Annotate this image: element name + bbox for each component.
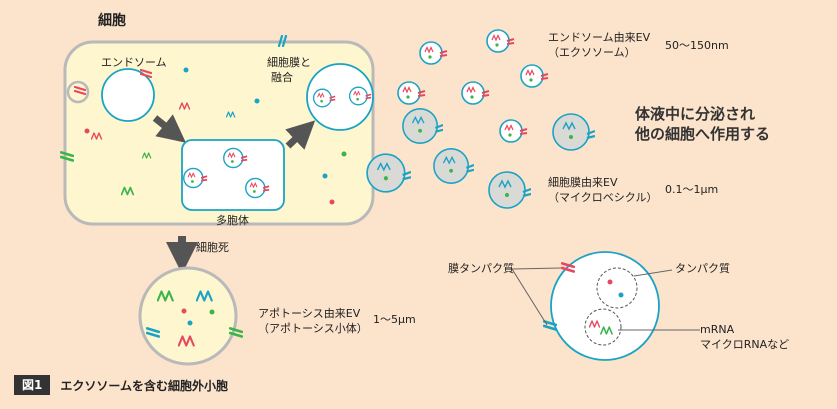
body-fluid-label-1: 体液中に分泌され (635, 105, 756, 123)
figure-number: 図1 (14, 375, 51, 395)
apoptotic-size: 1〜5μm (373, 313, 416, 326)
figure-caption-text: エクソソームを含む細胞外小胞 (60, 378, 229, 393)
rna-label-2: マイクロRNAなど (700, 338, 790, 351)
apoptotic-label-1: アポトーシス由来EV (258, 307, 361, 320)
exosome-label-1: エンドソーム由来EV (548, 31, 651, 44)
microvesicle-label-1: 細胞膜由来EV (548, 176, 618, 189)
apoptotic-body (138, 266, 238, 366)
leader-lines (511, 267, 700, 331)
membrane-fusion-label-2: 融合 (271, 71, 293, 84)
microvesicle (551, 112, 595, 152)
arrow-to-fusion (285, 120, 316, 150)
apoptotic-label-2: （アポトーシス小体） (258, 322, 368, 335)
exosome (486, 29, 515, 53)
exosome-size: 50〜150nm (665, 39, 729, 52)
cell-death-label: 細胞死 (196, 241, 229, 254)
membrane-protein-label: 膜タンパク質 (448, 262, 514, 275)
membrane-fusion-label-1: 細胞膜と (267, 56, 311, 69)
microvesicle (432, 147, 474, 185)
microvesicle-size: 0.1〜1μm (665, 183, 719, 196)
endosome-label: エンドソーム (101, 56, 167, 69)
exosome (419, 41, 448, 65)
figure-caption: 図1 エクソソームを含む細胞外小胞 (14, 375, 228, 395)
microvesicle-label-2: （マイクロベシクル） (548, 191, 658, 204)
ev-structure (550, 251, 660, 361)
cell-label: 細胞 (98, 13, 126, 29)
arrow-to-mvb (152, 114, 186, 143)
microvesicle (365, 153, 411, 193)
exosome (499, 119, 528, 143)
endosome (101, 68, 155, 122)
exosome (461, 81, 490, 105)
protein-label: タンパク質 (675, 262, 730, 275)
cytoplasm-cargo (84, 67, 347, 205)
exosome (397, 81, 426, 105)
rna-label-1: mRNA (700, 323, 735, 336)
rna-cluster (584, 308, 622, 346)
apoptotic-cargo (157, 290, 215, 347)
exosome-label-2: （エクソソーム） (548, 46, 636, 59)
protein-cluster (596, 267, 638, 309)
microvesicle (401, 107, 443, 145)
mvb-label: 多胞体 (216, 214, 249, 227)
microvesicle (487, 170, 531, 210)
body-fluid-label-2: 他の細胞へ作用する (635, 125, 771, 143)
exosome (520, 64, 549, 88)
fusion-vesicle (306, 63, 374, 131)
